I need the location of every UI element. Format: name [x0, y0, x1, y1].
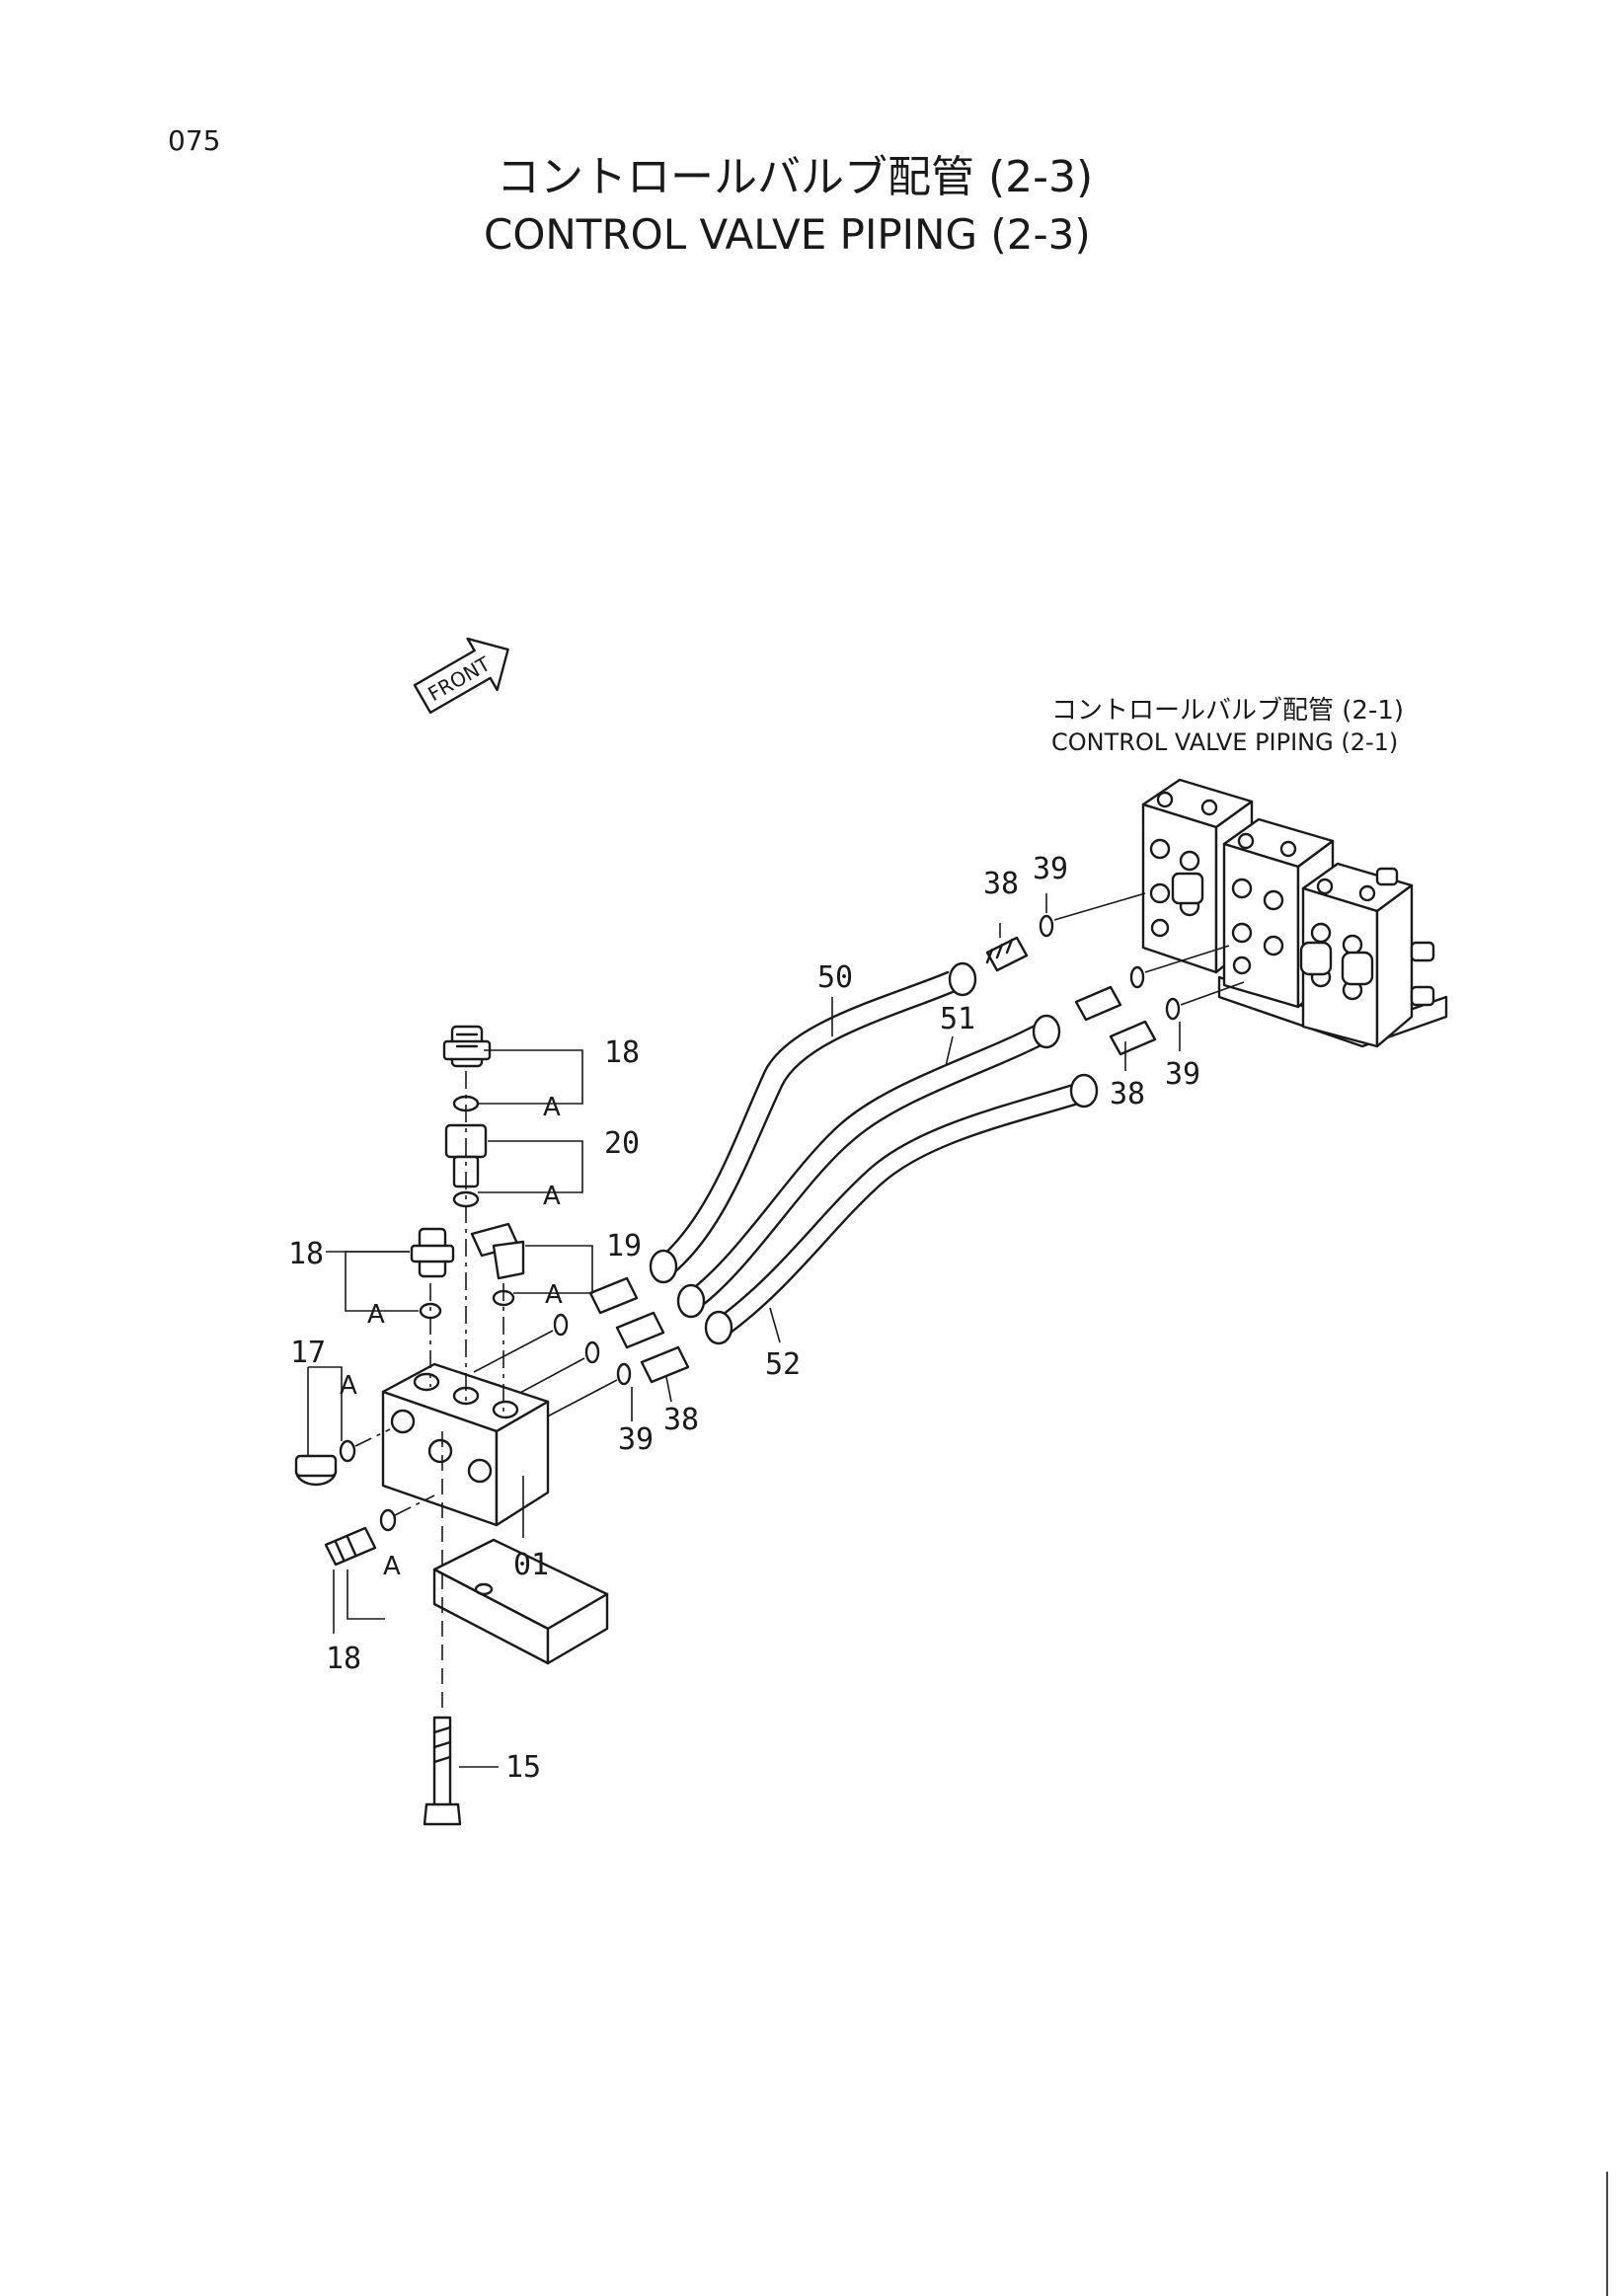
callout-38-mid: 38 — [663, 1403, 699, 1437]
fitting-18-bottom — [324, 1526, 377, 1567]
reference-japanese: コントロールバルブ配管 (2-1) — [1051, 696, 1404, 726]
hose-51 — [676, 1014, 1061, 1319]
fitting-38-mid-b — [615, 1311, 665, 1349]
o-ring-mark-a-4: A — [367, 1300, 385, 1330]
callout-39-right: 39 — [1165, 1057, 1200, 1092]
reference-english: CONTROL VALVE PIPING (2-1) — [1051, 728, 1398, 756]
o-ring-mark-a-1: A — [543, 1093, 561, 1122]
o-ring-mark-a-5: A — [340, 1371, 357, 1401]
callout-38-top: 38 — [983, 867, 1019, 901]
callout-50: 50 — [817, 960, 853, 995]
fitting-38-right — [1109, 1020, 1157, 1056]
o-ring-18-bottom — [379, 1508, 397, 1532]
callout-39-top: 39 — [1033, 852, 1068, 886]
callout-38-right: 38 — [1110, 1077, 1145, 1111]
callout-20: 20 — [604, 1126, 640, 1161]
o-ring-39-right-a — [1129, 965, 1145, 989]
control-valve-assembly — [1141, 778, 1448, 1048]
title-japanese: コントロールバルブ配管 (2-3) — [497, 152, 1093, 202]
callout-18-top: 18 — [604, 1035, 640, 1070]
fitting-38-right-a — [1074, 985, 1122, 1022]
callout-52: 52 — [765, 1347, 801, 1382]
fitting-18-top — [442, 1025, 492, 1068]
title-english: CONTROL VALVE PIPING (2-3) — [484, 210, 1091, 259]
fitting-38-mid — [640, 1345, 690, 1384]
front-arrow-icon: FRONT — [413, 637, 509, 715]
hose-52 — [704, 1073, 1099, 1345]
leader-lines — [307, 893, 1181, 1768]
fitting-18-left — [410, 1227, 455, 1278]
bolt-15 — [423, 1716, 462, 1826]
callout-39-mid: 39 — [618, 1422, 654, 1457]
callout-17: 17 — [290, 1336, 326, 1370]
o-ring-mark-a-3: A — [545, 1280, 563, 1310]
fitting-38-mid-a — [588, 1276, 639, 1315]
fitting-19-elbow — [470, 1222, 525, 1280]
o-ring-39-mid-b — [584, 1340, 600, 1364]
callout-15: 15 — [505, 1750, 541, 1785]
o-ring-mark-a-2: A — [543, 1182, 561, 1211]
o-ring-39-right — [1165, 997, 1181, 1021]
callout-51: 51 — [940, 1002, 975, 1036]
callout-19: 19 — [606, 1229, 642, 1263]
o-ring-mark-a-6: A — [383, 1552, 401, 1581]
page-number: 075 — [168, 124, 220, 157]
o-ring-39-upper — [1039, 914, 1054, 938]
callout-18-left: 18 — [288, 1237, 324, 1271]
mounting-bracket — [432, 1538, 609, 1665]
callout-01: 01 — [513, 1548, 549, 1582]
callout-18-bottom: 18 — [326, 1642, 361, 1676]
fitting-38-upper — [985, 936, 1029, 972]
hose-50 — [649, 961, 977, 1284]
o-ring-17 — [339, 1439, 356, 1463]
o-ring-39-mid — [616, 1362, 632, 1386]
o-ring-39-mid-a — [553, 1313, 569, 1337]
plug-17 — [294, 1454, 338, 1487]
